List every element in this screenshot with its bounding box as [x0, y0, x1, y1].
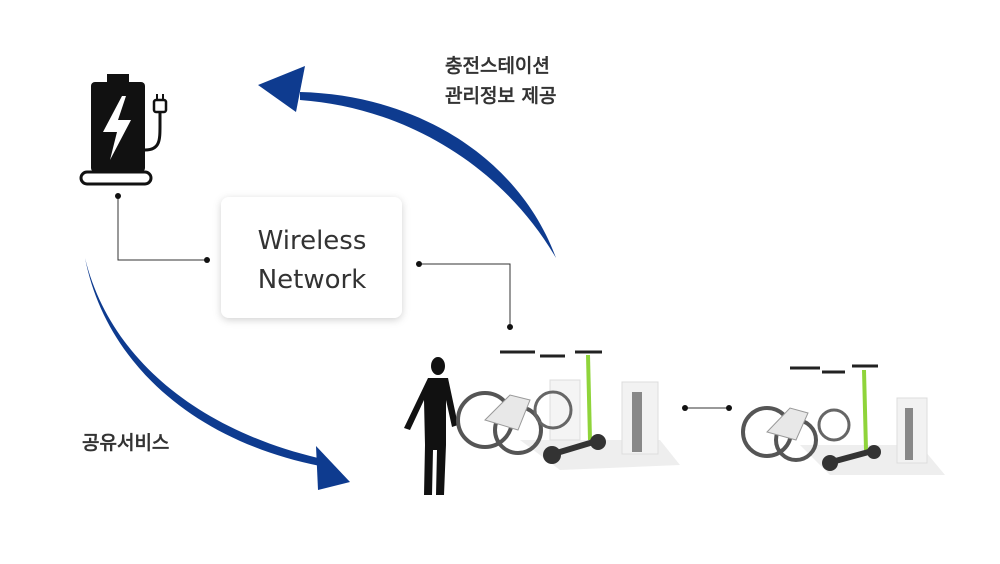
wireless-network-box: Wireless Network: [221, 197, 402, 318]
person-icon: [404, 357, 458, 495]
network-label-line2: Network: [258, 265, 367, 295]
bike-station-image: [456, 350, 680, 470]
sharing-service-arrow: [85, 258, 350, 490]
charging-info-label-line2: 관리정보 제공: [445, 85, 557, 107]
network-station-connector: [416, 261, 513, 330]
charger-battery-icon: [79, 74, 168, 186]
charger-network-connector: [115, 193, 210, 263]
station-station-connector: [682, 405, 732, 411]
network-label-line1: Wireless: [258, 226, 367, 256]
sharing-service-label: 공유서비스: [82, 432, 169, 454]
bike-station-image: [741, 364, 945, 475]
charging-info-label-line1: 충전스테이션: [445, 55, 550, 77]
charging-info-arrow: [258, 66, 556, 258]
